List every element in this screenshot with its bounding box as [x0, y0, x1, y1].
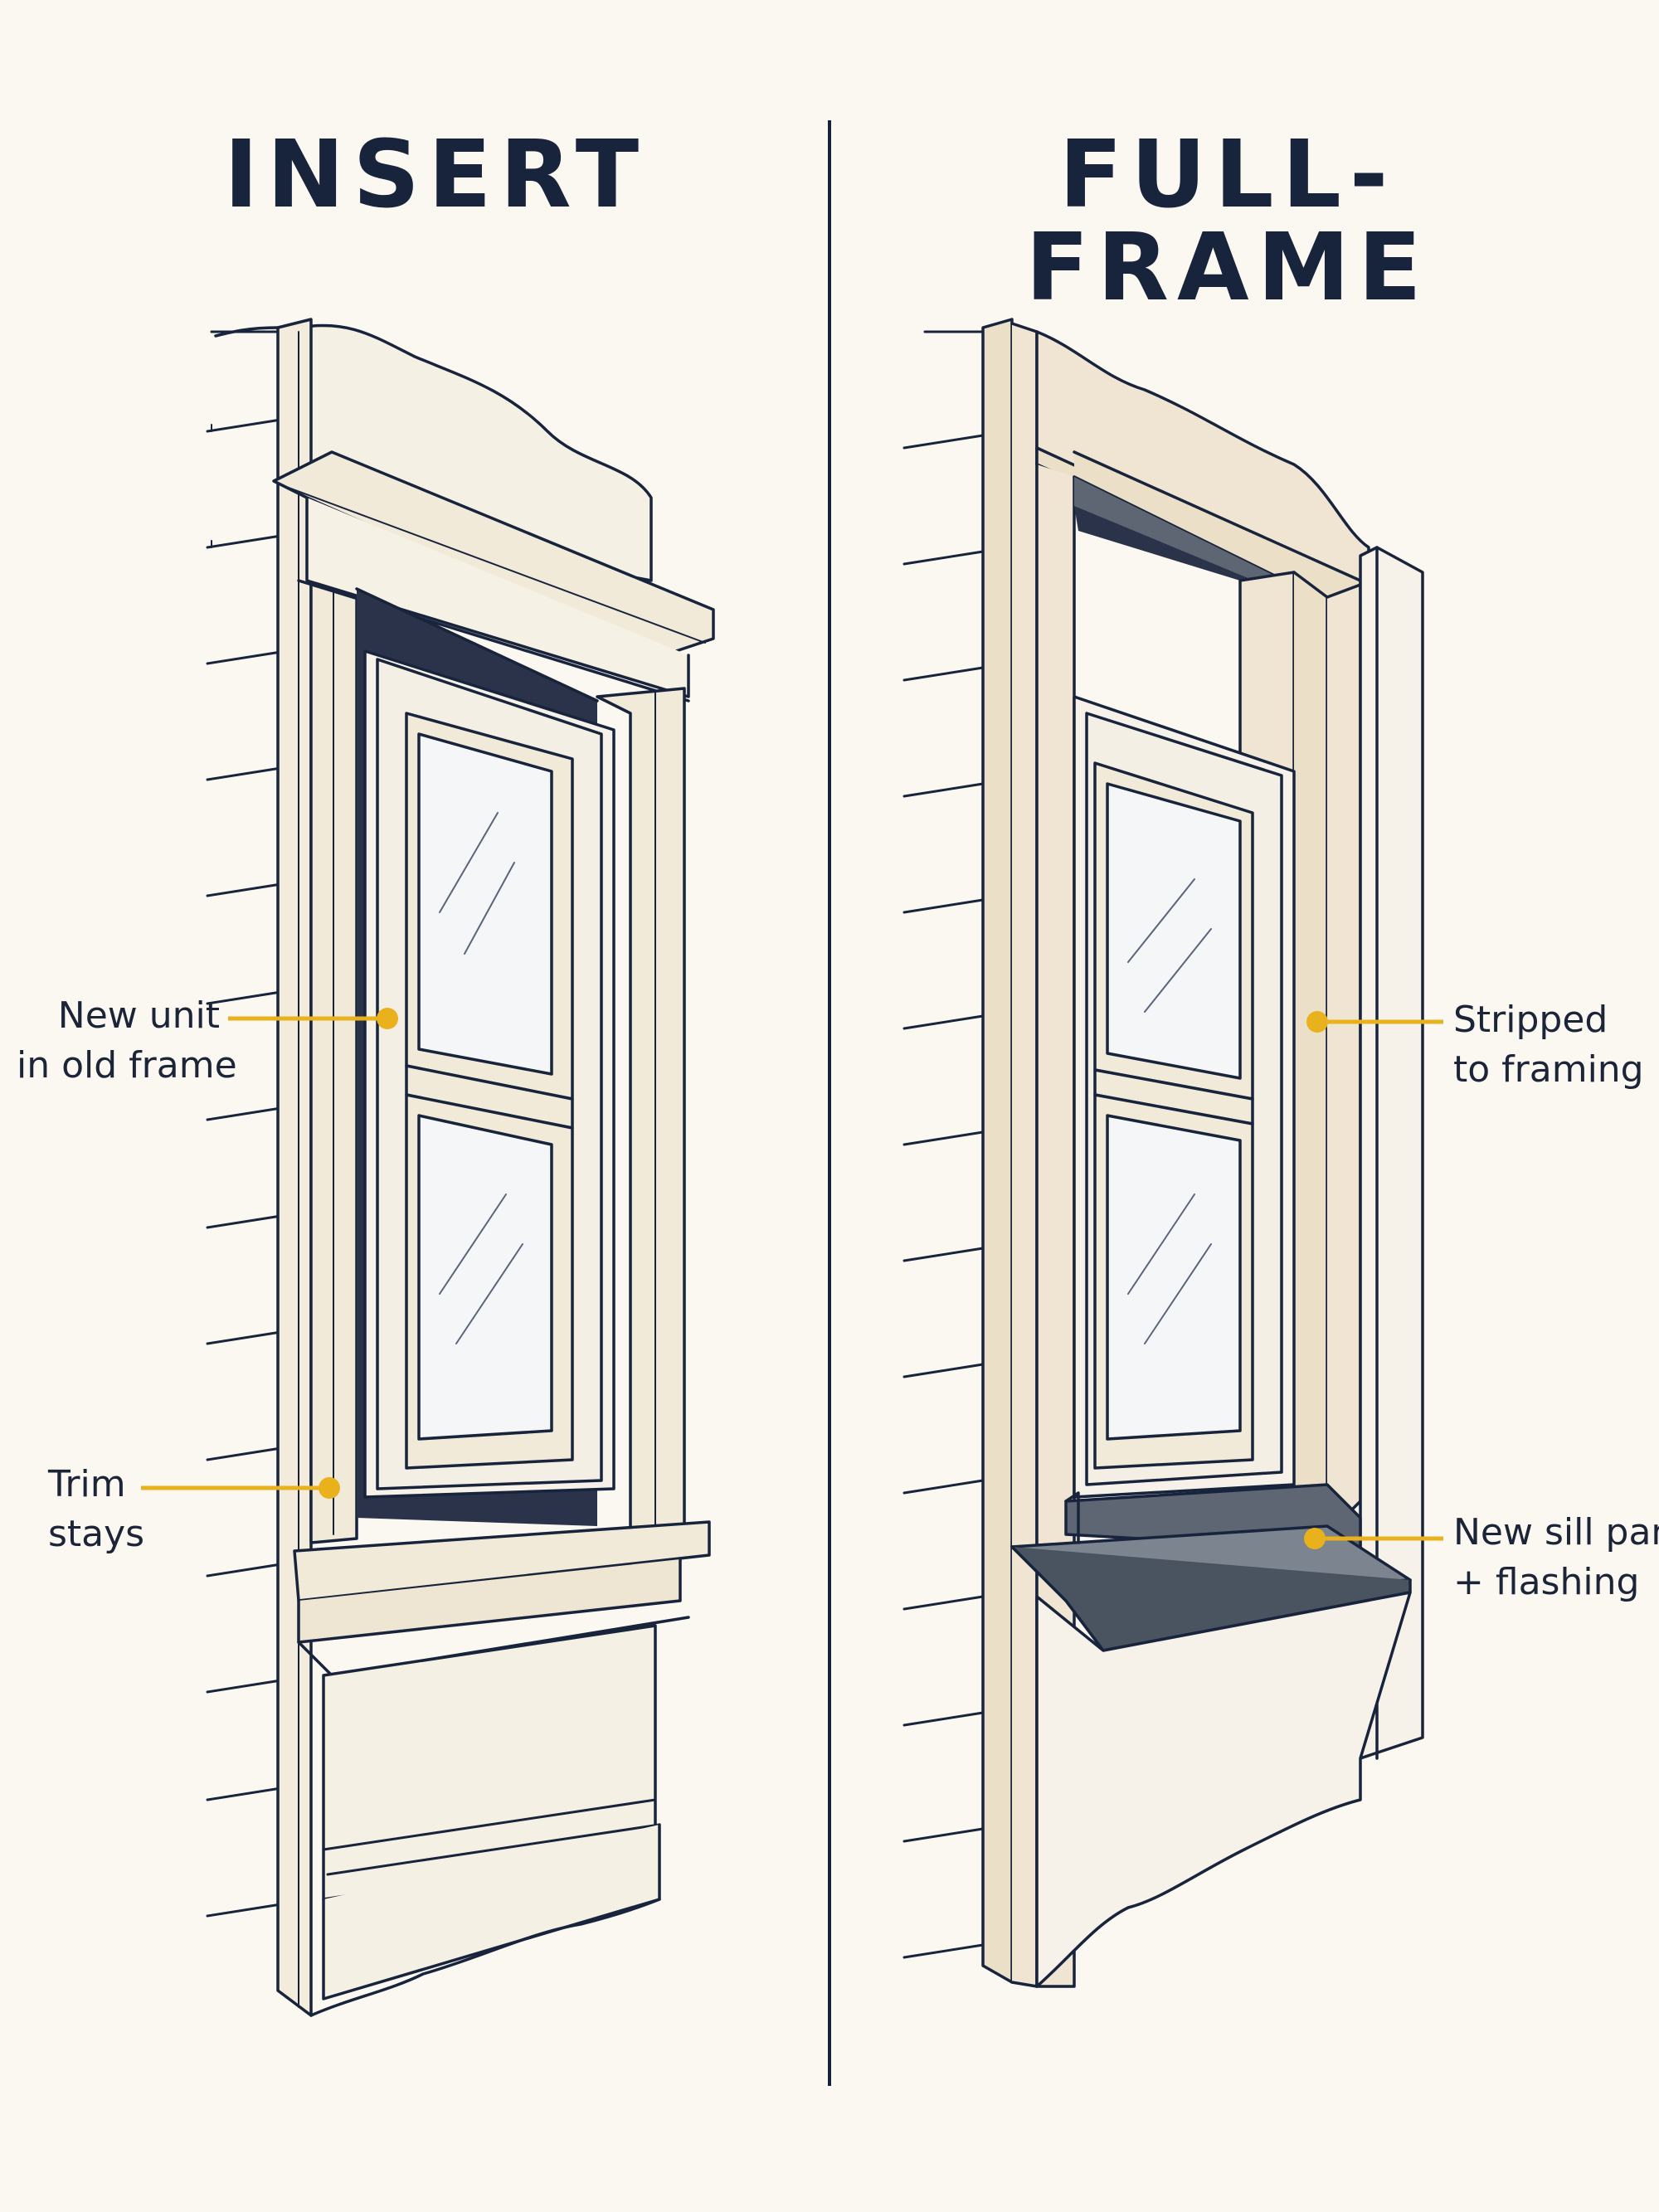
full-frame-header-sheathing: [1035, 330, 1370, 615]
full-frame-lower-glass: [1106, 1114, 1242, 1441]
insert-lap-siding: [206, 330, 292, 1918]
callout-trim-label: Trim stays: [48, 1460, 148, 1559]
full-frame-lap-siding: [902, 330, 989, 1959]
full-frame-title: FULL-FRAME: [1025, 121, 1430, 322]
callout-stripped-marker: [1306, 1011, 1443, 1033]
callout-stripped-line-2: to framing: [1453, 1048, 1644, 1091]
callout-sill-pan-label: New sill pan + flashing: [1453, 1508, 1659, 1607]
callout-trim-line-2: stays: [48, 1513, 145, 1555]
full-frame-lower-sheathing: [1035, 1591, 1412, 1988]
callout-new-unit-marker: [228, 1008, 398, 1029]
insert-window-illustration: [206, 318, 715, 2017]
callout-new-unit-line-1: New unit: [57, 994, 220, 1037]
callout-new-unit-line-2: in old frame: [17, 1044, 237, 1087]
callout-stripped-line-1: Stripped: [1453, 999, 1608, 1041]
callout-sill-pan-marker: [1304, 1528, 1443, 1549]
insert-sill: [293, 1520, 711, 1602]
callout-trim-marker: [141, 1477, 340, 1499]
callout-stripped-label: Stripped to framing: [1453, 995, 1652, 1095]
callout-new-unit-label: New unit in old frame: [17, 991, 237, 1091]
full-frame-sill-pan: [1010, 1483, 1412, 1652]
insert-lower-glass: [417, 1114, 553, 1441]
full-frame-upper-glass: [1106, 782, 1242, 1080]
callout-sill-pan-line-1: New sill pan: [1453, 1511, 1659, 1553]
insert-title: INSERT: [223, 121, 648, 229]
insert-upper-glass: [417, 732, 553, 1076]
full-frame-left-stud: [981, 318, 1014, 1984]
callout-trim-line-1: Trim: [48, 1463, 126, 1505]
callout-sill-pan-line-2: + flashing: [1453, 1561, 1640, 1603]
full-frame-window-illustration: [902, 318, 1424, 1988]
